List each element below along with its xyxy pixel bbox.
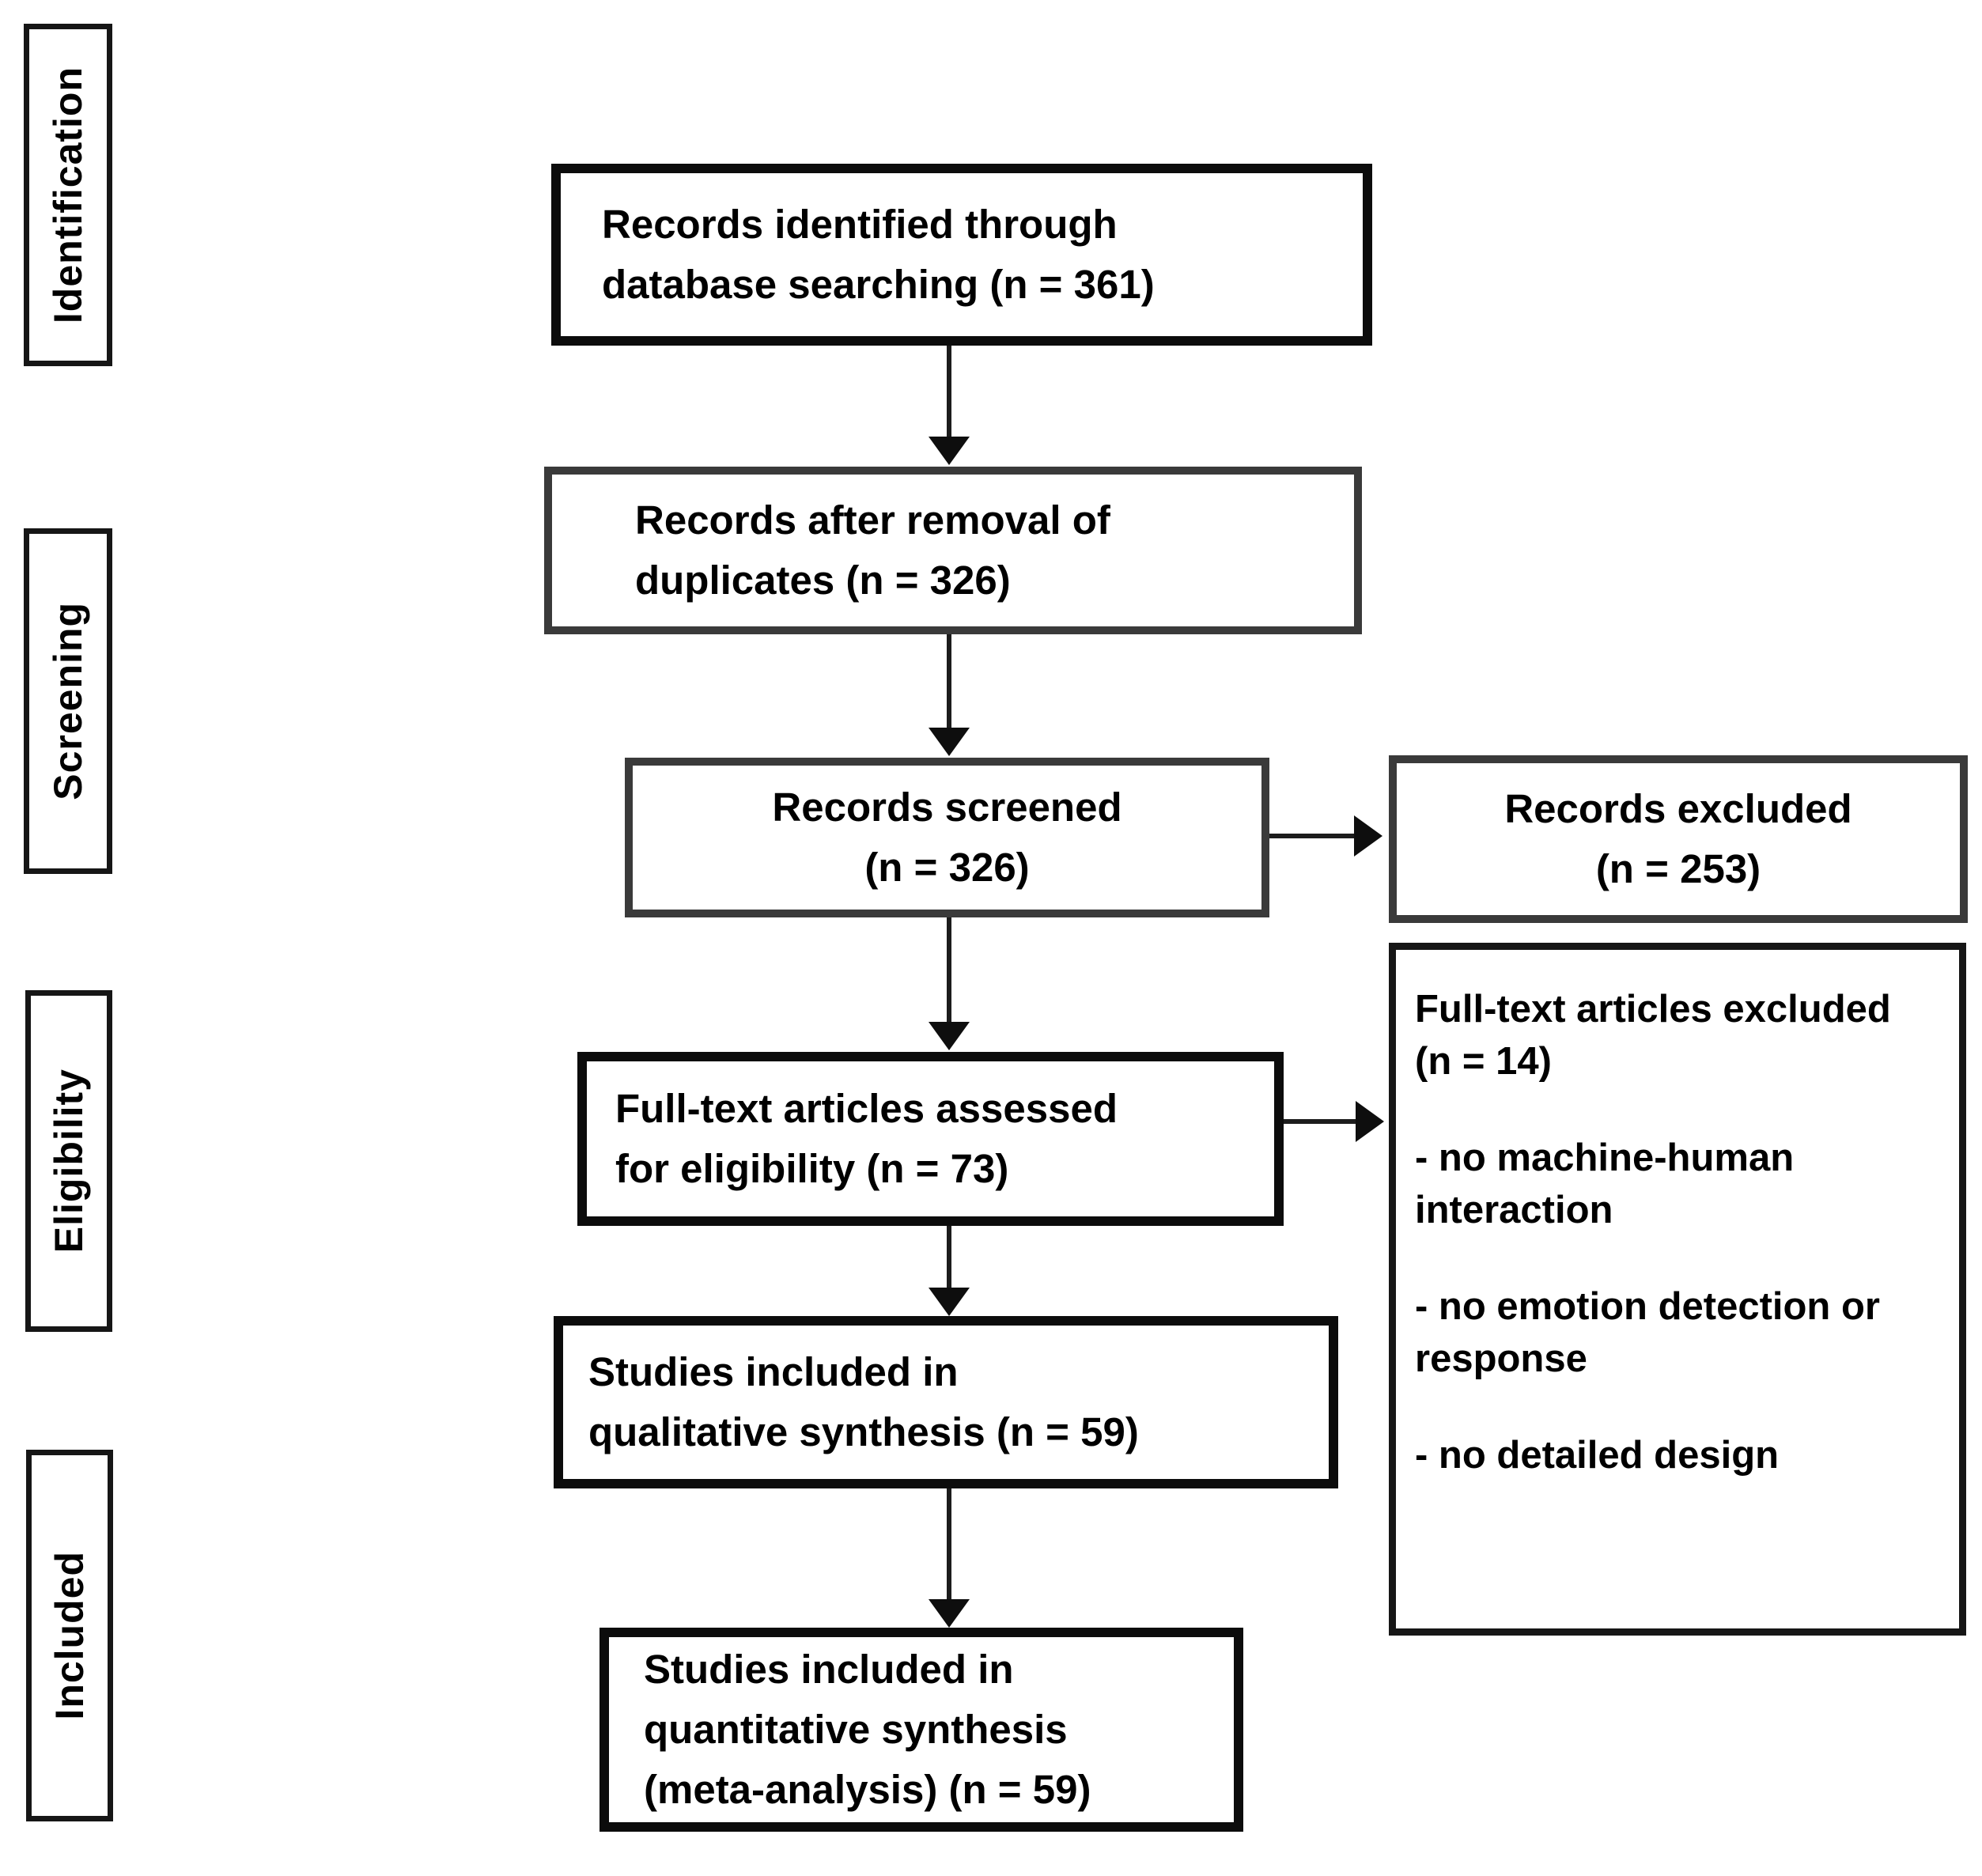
exclusion-reason-2: - no emotion detection or response (1415, 1280, 1945, 1385)
arrow-assessed-to-fulltext-excluded-head (1356, 1101, 1384, 1142)
exclusion-reason-1-line-1: - no machine-human (1415, 1137, 1795, 1179)
records-screened-line-2: (n = 326) (864, 845, 1030, 890)
quantitative-included-line-3: (meta-analysis) (n = 59) (644, 1767, 1091, 1812)
exclusion-reason-1-line-2: interaction (1415, 1189, 1613, 1231)
arrow-identified-to-deduplicated-head (929, 437, 970, 465)
arrow-assessed-to-qualitative-head (929, 1288, 970, 1316)
qualitative-included-line-2: qualitative synthesis (n = 59) (588, 1409, 1139, 1454)
fulltext-excluded-heading: Full-text articles excluded (n = 14) (1415, 983, 1945, 1087)
records-deduplicated-line-1: Records after removal of (635, 497, 1110, 543)
stage-label-screening: Screening (46, 602, 90, 800)
flow-box-quantitative-included: Studies included in quantitative synthes… (600, 1628, 1243, 1832)
stage-box-screening: Screening (24, 528, 112, 874)
arrow-screened-to-excluded-line (1269, 834, 1355, 838)
exclusion-reason-1: - no machine-human interaction (1415, 1132, 1945, 1236)
flow-box-fulltext-assessed: Full-text articles assessed for eligibil… (577, 1052, 1284, 1226)
arrow-qualitative-to-quantitative-head (929, 1599, 970, 1628)
flow-box-records-identified: Records identified through database sear… (551, 164, 1372, 346)
records-identified-line-1: Records identified through (602, 202, 1118, 247)
stage-label-eligibility: Eligibility (47, 1068, 91, 1254)
stage-box-included: Included (26, 1450, 113, 1821)
arrow-deduplicated-to-screened-head (929, 728, 970, 756)
records-excluded-line-2: (n = 253) (1595, 846, 1761, 891)
quantitative-included-line-1: Studies included in (644, 1647, 1014, 1692)
arrow-assessed-to-fulltext-excluded-line (1284, 1119, 1356, 1124)
arrow-deduplicated-to-screened-line (947, 634, 951, 729)
arrow-screened-to-assessed-line (947, 917, 951, 1022)
arrow-qualitative-to-quantitative-line (947, 1488, 951, 1601)
quantitative-included-line-2: quantitative synthesis (644, 1707, 1068, 1752)
flow-box-fulltext-excluded: Full-text articles excluded (n = 14) - n… (1389, 943, 1966, 1636)
flow-box-qualitative-included: Studies included in qualitative synthesi… (554, 1316, 1338, 1488)
records-excluded-line-1: Records excluded (1504, 786, 1852, 831)
exclusion-reason-3-line-1: - no detailed design (1415, 1434, 1780, 1477)
fulltext-excluded-heading-line-1: Full-text articles excluded (1415, 988, 1891, 1031)
stage-label-included: Included (47, 1551, 92, 1720)
flow-box-records-screened: Records screened (n = 326) (625, 758, 1269, 917)
records-deduplicated-line-2: duplicates (n = 326) (635, 558, 1011, 603)
exclusion-reason-2-line-1: - no emotion detection or (1415, 1285, 1880, 1328)
stage-label-identification: Identification (46, 66, 90, 324)
exclusion-reason-2-line-2: response (1415, 1337, 1587, 1380)
fulltext-excluded-heading-line-2: (n = 14) (1415, 1040, 1552, 1083)
records-identified-line-2: database searching (n = 361) (602, 262, 1155, 307)
qualitative-included-line-1: Studies included in (588, 1349, 959, 1394)
arrow-identified-to-deduplicated-line (947, 346, 951, 441)
arrow-assessed-to-qualitative-line (947, 1226, 951, 1289)
exclusion-reason-3: - no detailed design (1415, 1429, 1945, 1481)
records-screened-line-1: Records screened (772, 785, 1122, 830)
flow-box-records-excluded: Records excluded (n = 253) (1389, 755, 1968, 923)
fulltext-assessed-line-1: Full-text articles assessed (615, 1086, 1118, 1131)
stage-box-eligibility: Eligibility (25, 990, 112, 1332)
flow-box-records-deduplicated: Records after removal of duplicates (n =… (544, 467, 1362, 634)
fulltext-assessed-line-2: for eligibility (n = 73) (615, 1146, 1009, 1191)
arrow-screened-to-excluded-head (1354, 815, 1382, 857)
arrow-screened-to-assessed-head (929, 1022, 970, 1050)
stage-box-identification: Identification (24, 24, 112, 366)
